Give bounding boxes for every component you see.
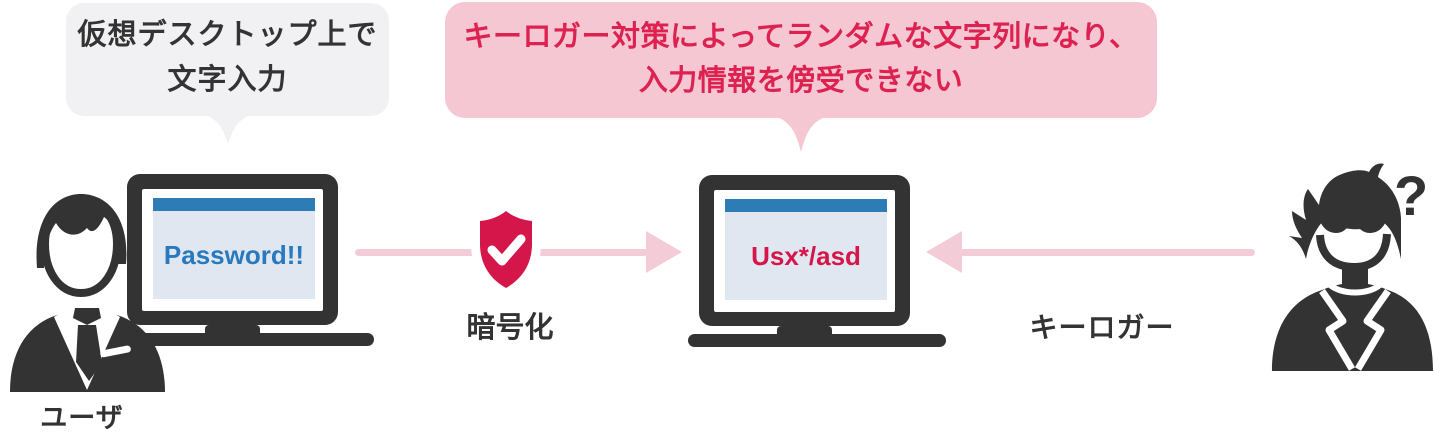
laptop-screen: Password!! (127, 174, 338, 325)
speech-bubble-keylogger-protection: キーロガー対策によってランダムな文字列になり、 入力情報を傍受できない (445, 2, 1157, 152)
laptop-display: Usx*/asd (714, 190, 895, 312)
app-window: Password!! (153, 198, 315, 299)
laptop-display: Password!! (142, 189, 323, 311)
bubble-tail-icon (774, 116, 828, 152)
user-icon (10, 194, 165, 392)
bubble-tail-icon (201, 114, 254, 144)
window-body: Usx*/asd (725, 212, 887, 300)
keylogger-label: キーロガー (1029, 312, 1175, 343)
encryption-label: 暗号化 (466, 312, 554, 344)
bubble-keylogger-line2: 入力情報を傍受できない (638, 65, 964, 97)
window-titlebar (725, 199, 887, 212)
laptop-base (116, 333, 374, 346)
laptop-hinge (777, 326, 832, 336)
laptop-user: Password!! (116, 174, 374, 346)
arrow-left-icon (926, 231, 962, 273)
bubble-virtual-desktop-line1: 仮想デスクトップ上で (77, 19, 378, 51)
keylogger-arrow-line (958, 249, 1255, 256)
laptop-screen: Usx*/asd (699, 175, 910, 326)
hacker-icon (1272, 163, 1433, 371)
laptop-hinge (205, 325, 260, 335)
arrow-right-icon (646, 231, 682, 273)
user-label: ユーザ (40, 403, 124, 433)
speech-bubble-virtual-desktop: 仮想デスクトップ上で 文字入力 (66, 3, 389, 144)
scrambled-text: Usx*/asd (751, 240, 861, 271)
question-mark: ? (1394, 164, 1429, 227)
shield-check-icon (471, 203, 541, 298)
bubble-keylogger-line1: キーロガー対策によってランダムな文字列になり、 (463, 21, 1139, 53)
window-titlebar (153, 198, 315, 211)
bubble-virtual-desktop-line2: 文字入力 (167, 64, 288, 96)
app-window: Usx*/asd (725, 199, 887, 300)
laptop-base (688, 334, 946, 347)
laptop-encrypted: Usx*/asd (688, 175, 946, 347)
password-text: Password!! (163, 239, 305, 270)
window-body: Password!! (153, 211, 315, 299)
